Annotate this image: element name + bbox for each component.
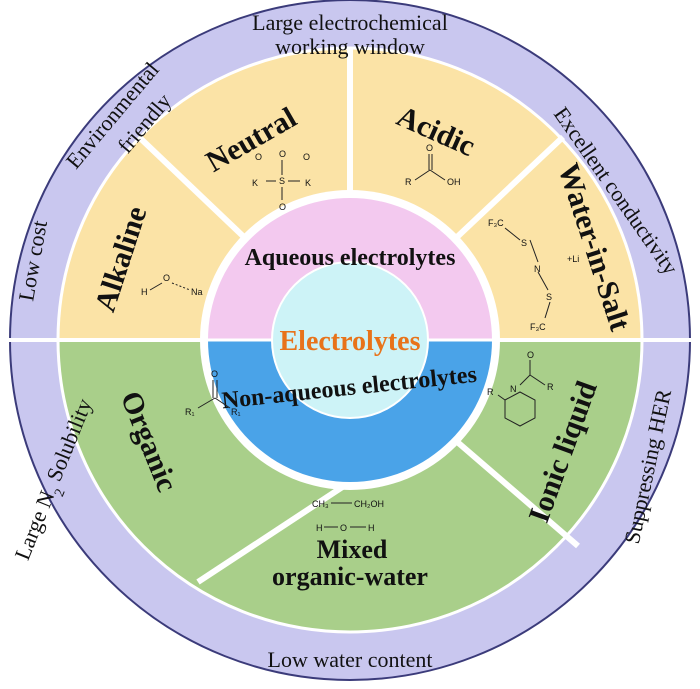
acidic-atom-r: R <box>405 177 412 187</box>
neutral-atom-o-top: O <box>279 149 286 159</box>
neutral-atom-s: S <box>279 176 285 186</box>
core-label: Electrolytes <box>280 326 421 357</box>
segment-dividers <box>136 48 580 585</box>
neutral-atom-k-left: K <box>252 178 258 188</box>
alkaline-atom-o: O <box>163 273 170 283</box>
neutral-atom-o-right: O <box>303 152 310 162</box>
ring-label-window-1: Large electrochemical <box>252 10 448 35</box>
ionic-atom-n: N <box>510 384 517 394</box>
organic-atom-r1-right: R₁ <box>231 407 241 417</box>
mixed-atom-h-left: H <box>316 523 323 533</box>
mixed-atom-ch2oh: CH₂OH <box>354 499 384 509</box>
wis-atom-n: N <box>534 264 541 274</box>
segment-mixed-title-2: organic-water <box>272 562 428 591</box>
organic-atom-o: O <box>211 369 218 379</box>
ionic-atom-r-left: R <box>487 387 494 397</box>
water-in-salt-structure <box>504 227 551 319</box>
alkaline-structure <box>149 282 191 291</box>
acidic-structure <box>414 154 446 181</box>
ionic-atom-o: O <box>527 350 534 360</box>
core-circle <box>271 261 429 419</box>
mixed-structure <box>324 502 366 528</box>
mixed-atom-o: O <box>340 523 347 533</box>
wis-atom-f3c-bottom: F₃C <box>530 322 546 332</box>
mixed-atom-h-right: H <box>368 523 375 533</box>
wis-atom-s-top: S <box>521 238 527 248</box>
alkaline-atom-na: Na <box>191 287 203 297</box>
ionic-structure <box>497 360 546 427</box>
aqueous-label: Aqueous electrolytes <box>245 245 456 271</box>
alkaline-atom-h: H <box>141 287 148 297</box>
acidic-atom-o: O <box>426 143 433 153</box>
wis-atom-li: +Li <box>567 254 579 264</box>
wis-atom-s-bottom: S <box>546 292 552 302</box>
neutral-atom-o-bottom: O <box>279 202 286 212</box>
organic-structure <box>197 380 231 409</box>
neutral-structure <box>266 160 300 200</box>
organic-atom-r1-left: R₁ <box>185 407 195 417</box>
neutral-atom-o-left: O <box>255 152 262 162</box>
ring-label-window-2: working window <box>275 34 425 59</box>
neutral-atom-k-right: K <box>305 178 311 188</box>
segment-mixed-title-1: Mixed <box>317 535 388 564</box>
ring-label-water: Low water content <box>268 647 433 672</box>
acidic-atom-oh: OH <box>447 177 461 187</box>
ionic-atom-r-right: R <box>547 382 554 392</box>
mixed-atom-ch3: CH₃ <box>312 499 329 509</box>
wis-atom-f3c-top: F₃C <box>488 218 504 228</box>
